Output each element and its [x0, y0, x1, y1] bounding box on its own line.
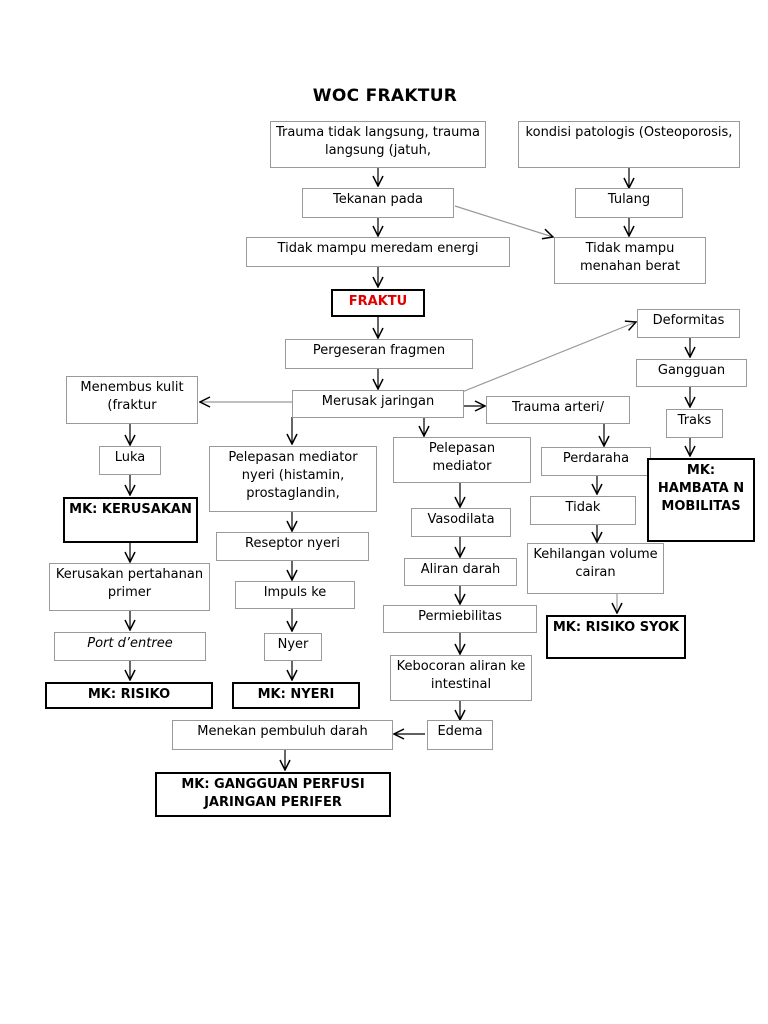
node-luka: Luka — [99, 446, 161, 475]
arrow-tekanan-menahan — [454, 205, 553, 237]
node-kebocoran: Kebocoran aliran ke intestinal — [390, 655, 532, 701]
node-tidak: Tidak — [530, 496, 636, 525]
node-deformitas: Deformitas — [637, 309, 740, 338]
node-tidak-menahan: Tidak mampu menahan berat — [554, 237, 706, 284]
node-perdarahan: Perdaraha — [541, 447, 651, 476]
node-aliran-darah: Aliran darah — [404, 558, 517, 586]
node-mk-gangguan-perfusi: MK: GANGGUAN PERFUSI JARINGAN PERIFER — [155, 772, 391, 817]
node-trauma: Trauma tidak langsung, trauma langsung (… — [270, 121, 486, 168]
node-impuls: Impuls ke — [235, 581, 355, 609]
node-traks: Traks — [666, 409, 723, 438]
node-permiebilitas: Permiebilitas — [383, 605, 537, 633]
node-pergeseran: Pergeseran fragmen — [285, 339, 473, 369]
node-tidak-meredam: Tidak mampu meredam energi — [246, 237, 510, 267]
node-port-dentree: Port d’entree — [54, 632, 206, 661]
node-pelepasan-inflamasi: Pelepasan mediator — [393, 437, 531, 483]
node-pelepasan-nyeri: Pelepasan mediator nyeri (histamin, pros… — [209, 446, 377, 512]
node-reseptor-nyeri: Reseptor nyeri — [216, 532, 369, 561]
node-menekan-pembuluh: Menekan pembuluh darah — [172, 720, 393, 750]
node-vasodilatasi: Vasodilata — [411, 508, 511, 537]
node-kerusakan-pertahanan: Kerusakan pertahanan primer — [49, 563, 210, 611]
node-fraktur: FRAKTU — [331, 289, 425, 317]
node-edema: Edema — [427, 720, 493, 750]
node-mk-risiko: MK: RISIKO — [45, 682, 213, 709]
node-menembus-kulit: Menembus kulit (fraktur — [66, 376, 198, 424]
node-kehilangan-volume: Kehilangan volume cairan — [527, 543, 664, 594]
node-trauma-arteri: Trauma arteri/ — [486, 396, 630, 424]
node-mk-kerusakan: MK: KERUSAKAN — [63, 497, 198, 543]
node-kondisi-patologis: kondisi patologis (Osteoporosis, — [518, 121, 740, 168]
node-merusak-jaringan: Merusak jaringan — [292, 390, 464, 418]
node-gangguan: Gangguan — [636, 359, 747, 387]
arrow-merusak-deformitas — [461, 322, 636, 393]
node-mk-risiko-syok: MK: RISIKO SYOK — [546, 615, 686, 659]
diagram-title: WOC FRAKTUR — [312, 86, 458, 106]
node-mk-hambatan-mobilitas: MK: HAMBATA N MOBILITAS — [647, 458, 755, 542]
node-tulang: Tulang — [575, 188, 683, 218]
node-mk-nyeri: MK: NYERI — [232, 682, 360, 709]
node-tekanan: Tekanan pada — [302, 188, 454, 218]
node-nyer: Nyer — [264, 633, 322, 661]
